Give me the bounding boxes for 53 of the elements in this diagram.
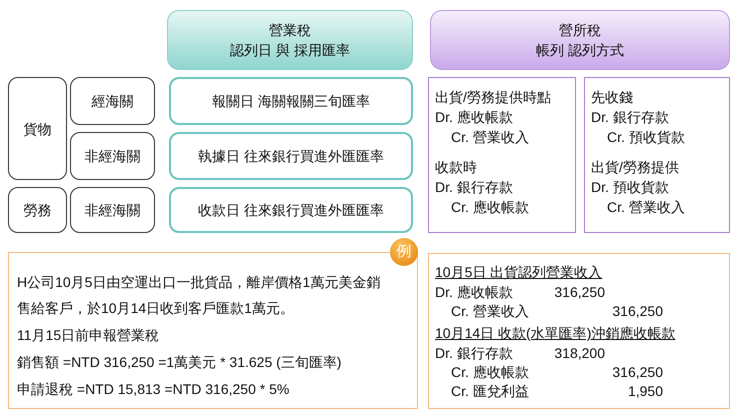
example-badge bbox=[390, 238, 418, 266]
entry-text: 售給客戶，於10月14日收到客戶匯款1萬元。 bbox=[17, 299, 294, 318]
entry-text: Cr. 匯兌利益 bbox=[451, 382, 529, 401]
box-label: 非經海關 bbox=[84, 201, 140, 220]
entry-text: Dr. 應收帳款 bbox=[435, 108, 513, 127]
entry-text: Cr. 預收貨款 bbox=[607, 128, 685, 147]
entry-text: 11月15日前申報營業稅 bbox=[17, 326, 160, 345]
entry-text: Cr. 應收帳款 bbox=[451, 198, 529, 217]
entry-text: Cr. 營業收入 bbox=[451, 128, 529, 147]
entry-text: Cr. 應收帳款 bbox=[451, 363, 529, 382]
entry-text: Dr. 銀行存款 bbox=[591, 108, 669, 127]
entry-text: Dr. 銀行存款 bbox=[435, 344, 513, 363]
entry-text: H公司10月5日由空運出口一批貨品，離岸價格1萬元美金銷 bbox=[17, 273, 380, 292]
entry-box bbox=[428, 77, 576, 233]
journal-box bbox=[428, 253, 730, 409]
box-label: 執據日 往來銀行買進外匯匯率 bbox=[198, 147, 384, 166]
entry-heading: 10月14日 收款(水單匯率)沖銷應收帳款 bbox=[435, 324, 676, 343]
box-label: 貨物 bbox=[24, 120, 52, 138]
entry-text: Dr. 應收帳款 bbox=[435, 283, 513, 302]
amount-text: 1,950 bbox=[626, 382, 663, 401]
header-box bbox=[167, 10, 413, 70]
amount-text: 318,200 bbox=[553, 344, 605, 363]
box-label: 非經海關 bbox=[84, 147, 140, 166]
box-label: 帳列 認列方式 bbox=[536, 41, 624, 60]
box-label: 營所稅 bbox=[559, 21, 601, 40]
box-label: 收款日 往來銀行買進外匯匯率 bbox=[198, 201, 384, 220]
entry-text: Dr. 預收貨款 bbox=[591, 178, 669, 197]
entry-box bbox=[584, 77, 730, 233]
header-box bbox=[430, 10, 730, 70]
entry-text: Cr. 營業收入 bbox=[607, 198, 685, 217]
entry-text: 出貨/勞務提供 bbox=[591, 158, 679, 177]
entry-text: 先收錢 bbox=[591, 88, 633, 107]
category-box bbox=[70, 187, 155, 233]
box-label: 經海關 bbox=[92, 92, 134, 111]
category-box bbox=[8, 77, 67, 180]
amount-text: 316,250 bbox=[611, 363, 663, 382]
category-box bbox=[8, 187, 67, 233]
box-label: 營業稅 bbox=[269, 21, 311, 40]
entry-text: 出貨/勞務提供時點 bbox=[435, 88, 551, 107]
category-box bbox=[70, 132, 155, 180]
entry-heading: 10月5日 出貨認列營業收入 bbox=[435, 263, 602, 282]
category-box bbox=[70, 77, 155, 125]
entry-text: 銷售額 =NTD 316,250 =1萬美元 * 31.625 (三旬匯率) bbox=[17, 353, 342, 372]
entry-text: Cr. 營業收入 bbox=[451, 302, 529, 321]
amount-text: 316,250 bbox=[553, 283, 605, 302]
box-label: 勞務 bbox=[24, 201, 52, 220]
box-label: 認列日 與 採用匯率 bbox=[230, 41, 350, 60]
box-label: 例 bbox=[396, 242, 412, 262]
entry-text: 申請退稅 =NTD 15,813 =NTD 316,250 * 5% bbox=[17, 380, 290, 399]
entry-text: Dr. 銀行存款 bbox=[435, 178, 513, 197]
entry-text: 收款時 bbox=[435, 158, 477, 177]
amount-text: 316,250 bbox=[611, 302, 663, 321]
box-label: 報關日 海關報關三旬匯率 bbox=[212, 92, 370, 111]
